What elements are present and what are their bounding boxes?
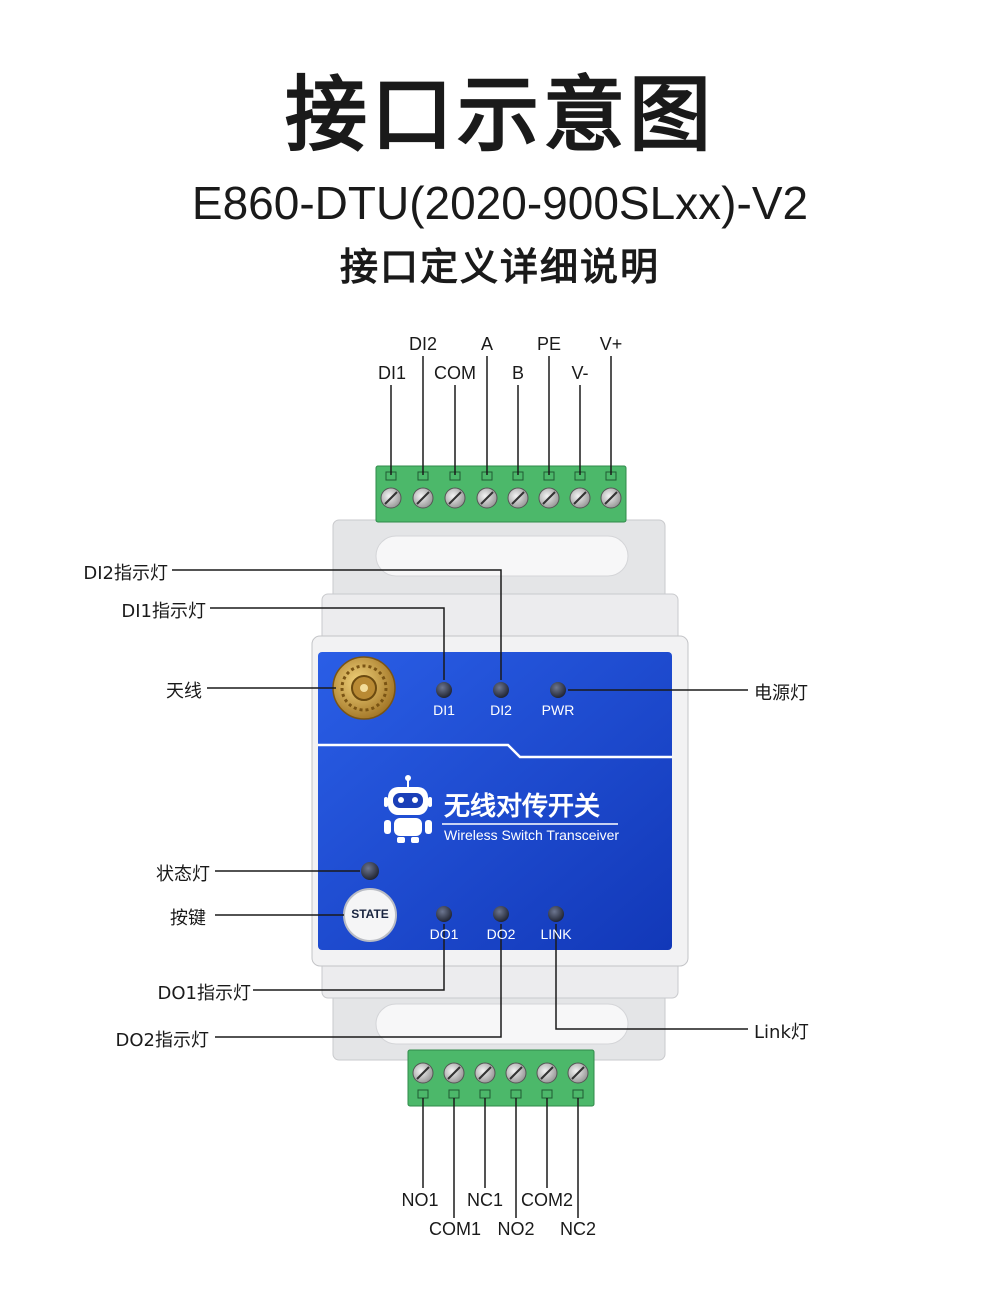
pin-label-b: B [511,363,525,383]
pin-label-no2: NO2 [497,1219,535,1239]
model-number: E860-DTU(2020-900SLxx)-V2 [191,177,809,229]
product-name-en: Wireless Switch Transceiver [444,827,620,843]
callout-do1-led: DO1指示灯 [157,983,251,1004]
bottom-terminal-block [407,1049,595,1107]
panel-label-di2: DI2 [490,702,512,718]
screw-icon [507,471,529,509]
screw-icon [444,471,466,509]
robot-logo-icon [384,775,432,843]
screw-icon [476,471,498,509]
state-button[interactable] [343,888,397,942]
screw-icon [536,1062,558,1099]
callout-power-led: 电源灯 [754,683,808,704]
pin-label-no1: NO1 [401,1190,439,1210]
pin-label-vplus: V+ [599,334,623,354]
callout-do2-led: DO2指示灯 [115,1030,209,1051]
di1-led-icon [436,682,452,698]
callout-antenna: 天线 [166,681,202,702]
bottom-terminal-screws [412,1062,589,1099]
top-terminal-block [375,465,627,523]
pwr-led-icon [550,682,566,698]
do1-led-icon [436,906,452,922]
antenna-icon [332,656,396,720]
pin-label-di2: DI2 [408,334,438,354]
panel-label-do1: DO1 [429,926,459,942]
screw-icon [538,471,560,509]
top-pin-leaders [390,356,612,475]
pin-label-nc1: NC1 [466,1190,504,1210]
pin-label-com: COM [434,363,476,383]
bottom-pin-leaders [422,1098,579,1218]
pin-label-com1: COM1 [428,1219,482,1239]
pin-label-a: A [480,334,494,354]
panel-label-link: LINK [540,926,572,942]
pin-label-vminus: V- [571,363,589,383]
callout-di2-led: DI2指示灯 [83,563,168,584]
panel-label-di1: DI1 [433,702,455,718]
panel-label-do2: DO2 [486,926,516,942]
callout-link-led: Link灯 [754,1022,809,1043]
screw-icon [412,471,434,509]
screw-icon [569,471,591,509]
status-led-icon [361,862,379,880]
pin-label-nc2: NC2 [559,1219,597,1239]
pin-label-com2: COM2 [520,1190,574,1210]
di2-led-icon [493,682,509,698]
link-led-icon [548,906,564,922]
page-title: 接口示意图 [284,68,715,163]
callout-button: 按键 [170,908,206,929]
front-panel [318,652,672,950]
callout-di1-led: DI1指示灯 [121,601,206,622]
screw-icon [412,1062,434,1099]
page-subtitle: 接口定义详细说明 [339,245,660,289]
product-name-cn: 无线对传开关 [444,792,601,822]
panel-label-pwr: PWR [541,702,575,718]
top-terminal-screws [380,471,622,509]
callout-leaders [172,569,748,1038]
do2-led-icon [493,906,509,922]
callout-status-led: 状态灯 [156,864,210,885]
pin-label-di1: DI1 [377,363,407,383]
pin-label-pe: PE [536,334,562,354]
screw-icon [600,471,622,509]
